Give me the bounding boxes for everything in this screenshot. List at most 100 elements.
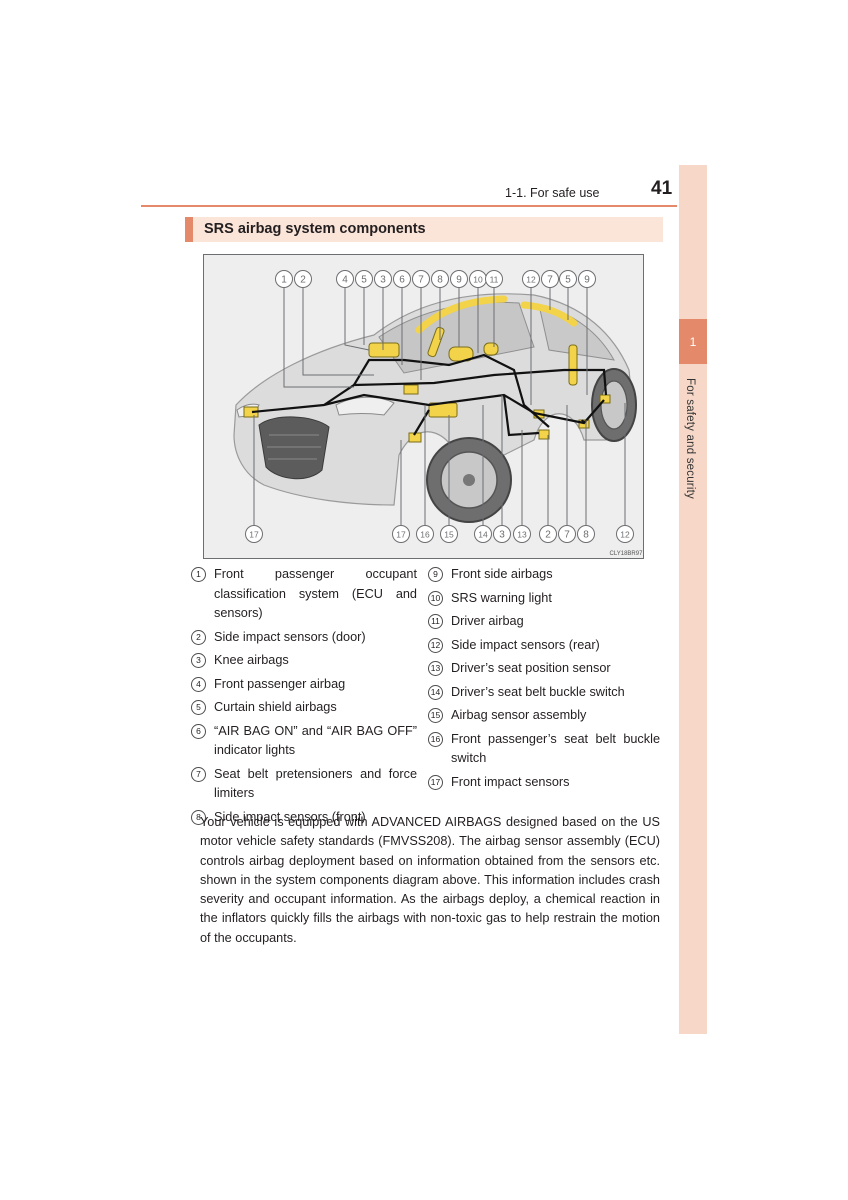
legend-label: Front side airbags	[451, 567, 553, 581]
callout-circle	[493, 525, 511, 543]
legend-number-badge: 4	[191, 676, 206, 692]
callout-number: 12	[620, 530, 630, 540]
legend-label: Curtain shield airbags	[214, 700, 337, 714]
callout-circle	[294, 270, 312, 288]
legend-label: Front passenger airbag	[214, 676, 346, 691]
chapter-number-tab[interactable]: 1	[679, 319, 707, 364]
callout-number: 1	[281, 275, 287, 286]
legend-number-badge: 1	[191, 567, 206, 582]
legend-label: “AIR BAG ON” and “AIR BAG OFF” indicator…	[214, 723, 417, 758]
legend-number-badge: 6	[191, 723, 206, 739]
legend-label: SRS warning light	[451, 590, 552, 605]
body-paragraph: Your vehicle is equipped with ADVANCED A…	[200, 815, 660, 945]
callout-circle	[412, 270, 430, 288]
chapter-title-tab: For safety and security	[684, 378, 696, 499]
callout-circle	[355, 270, 373, 288]
callout-number: 5	[361, 275, 367, 286]
section-title: SRS airbag system components	[204, 221, 426, 237]
legend-item: 13 Driver’s seat position sensor	[428, 659, 660, 679]
callout-circle	[539, 525, 557, 543]
legend-item: 1 Front passenger occupant classification…	[191, 565, 417, 624]
legend-number-badge: 10	[428, 590, 443, 606]
callout-number: 7	[564, 530, 570, 541]
callout-number: 2	[545, 530, 551, 541]
header-divider	[141, 205, 677, 207]
callout-circle	[558, 525, 576, 543]
legend-item: 16 Front passenger’s seat belt buckle swi…	[428, 730, 660, 769]
callout-circle	[474, 525, 492, 543]
callout-circle	[578, 270, 596, 288]
legend-item: 10 SRS warning light	[428, 589, 660, 609]
legend-number-badge: 15	[428, 708, 443, 723]
legend-item: 7 Seat belt pretensioners and force limit…	[191, 765, 417, 804]
legend-label: Side impact sensors (rear)	[451, 637, 600, 652]
chapter-side-tab	[679, 165, 707, 1034]
callout-circle	[431, 270, 449, 288]
legend-number-badge: 12	[428, 637, 443, 653]
callout-number: 3	[380, 275, 386, 286]
legend-label: Front passenger’s seat belt buckle switc…	[451, 731, 660, 766]
legend-label: Knee airbags	[214, 653, 289, 667]
callout-circle	[541, 270, 559, 288]
callout-circle	[440, 525, 458, 543]
callout-number: 14	[478, 530, 488, 540]
callout-circle	[616, 525, 634, 543]
legend-label: Airbag sensor assembly	[451, 708, 587, 722]
callout-circle	[336, 270, 354, 288]
callout-number: 8	[437, 275, 443, 286]
callout-number: 9	[584, 275, 590, 286]
callout-number: 9	[456, 275, 462, 286]
legend-number-badge: 13	[428, 661, 443, 676]
callout-number: 8	[583, 530, 589, 541]
callout-number: 7	[547, 275, 553, 286]
legend-number-badge: 8	[191, 809, 206, 825]
callout-circle	[275, 270, 293, 288]
diagram-code: CLY18BR97	[610, 551, 644, 557]
callout-circle	[245, 525, 263, 543]
callout-number: 4	[342, 275, 348, 286]
callout-circle	[485, 270, 503, 288]
legend-number-badge: 2	[191, 629, 206, 645]
callout-circle	[450, 270, 468, 288]
legend-number-badge: 11	[428, 614, 443, 629]
callout-circle	[374, 270, 392, 288]
callout-number: 5	[565, 275, 571, 286]
callout-number: 6	[399, 275, 405, 286]
callout-number: 11	[490, 275, 499, 285]
legend-item: 12 Side impact sensors (rear)	[428, 636, 660, 656]
callout-number: 7	[418, 275, 424, 286]
legend-number-badge: 16	[428, 731, 443, 747]
callout-circle	[577, 525, 595, 543]
callout-circle	[392, 525, 410, 543]
legend-label: Driver’s seat belt buckle switch	[451, 684, 625, 699]
legend-number-badge: 3	[191, 653, 206, 668]
page-number: 41	[651, 178, 673, 199]
legend-item: 6 “AIR BAG ON” and “AIR BAG OFF” indicato…	[191, 722, 417, 761]
callout-circle	[393, 270, 411, 288]
legend-item: 3 Knee airbags	[191, 651, 417, 671]
legend-label: Front passenger occupant classification …	[214, 567, 417, 620]
legend-item: 4 Front passenger airbag	[191, 675, 417, 695]
running-header-section: 1-1. For safe use	[505, 186, 600, 200]
callout-number: 2	[300, 275, 306, 286]
callout-number: 17	[249, 530, 259, 540]
legend-number-badge: 5	[191, 700, 206, 715]
section-title-bar: SRS airbag system components	[185, 217, 663, 242]
legend-label: Seat belt pretensioners and force limite…	[214, 766, 417, 801]
legend-item: 15 Airbag sensor assembly	[428, 706, 660, 726]
callout-circle	[522, 270, 540, 288]
legend-label: Driver’s seat position sensor	[451, 661, 611, 675]
legend-number-badge: 14	[428, 684, 443, 700]
legend-number-badge: 7	[191, 766, 206, 782]
callout-number: 13	[517, 530, 527, 540]
